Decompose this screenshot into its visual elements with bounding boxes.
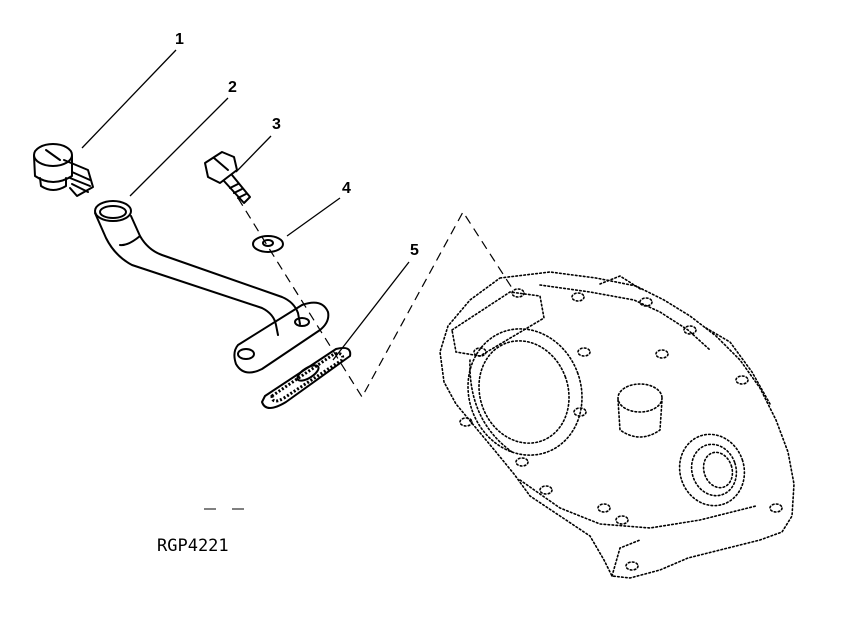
leader-line-5: [332, 261, 410, 361]
callout-label-2: 2: [228, 79, 237, 96]
leader-line-1: [81, 49, 177, 149]
callout-label-3: 3: [272, 116, 281, 133]
washer-part: [252, 235, 284, 253]
engine-front-cover: [439, 271, 795, 579]
leader-line-2: [129, 97, 229, 197]
leader-line-4: [286, 197, 341, 237]
oil-pipe-part: [94, 200, 330, 374]
cap-screw-part: [204, 151, 251, 204]
callout-label-1: 1: [175, 31, 184, 48]
leader-line-3: [235, 135, 272, 173]
plug-part: [33, 143, 94, 197]
callout-label-5: 5: [410, 242, 419, 259]
figure-reference-code: RGP4221: [157, 536, 229, 556]
gasket-part: [261, 346, 352, 409]
callout-label-4: 4: [342, 180, 351, 197]
